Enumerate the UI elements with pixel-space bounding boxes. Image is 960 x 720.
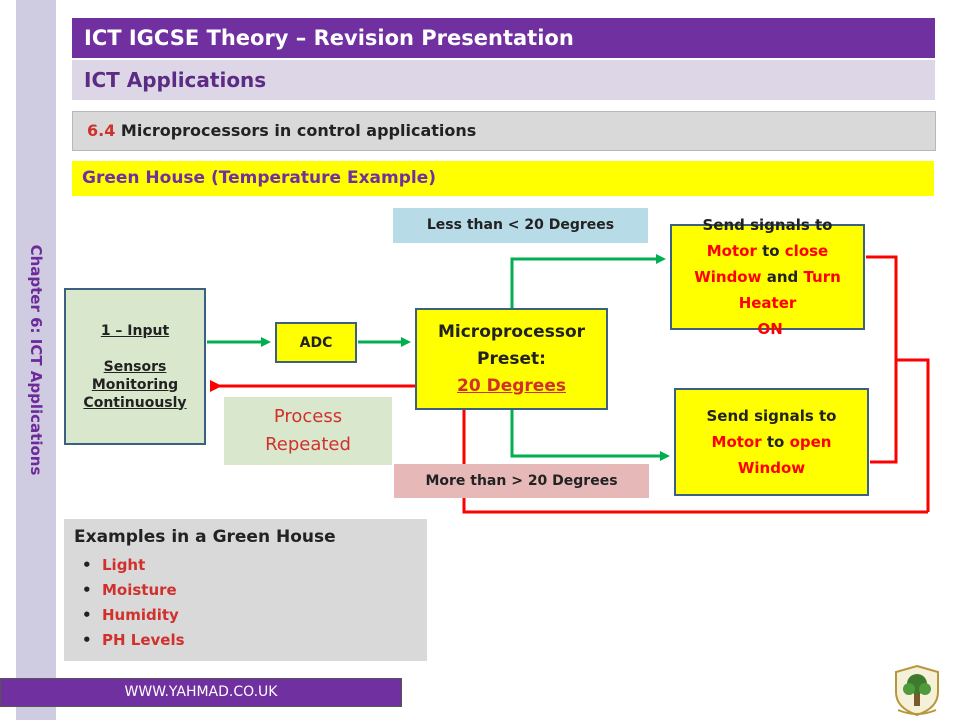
input-continuously-text: Continuously bbox=[83, 394, 187, 411]
process-repeated-box: Process Repeated bbox=[224, 397, 392, 465]
open-window-action-box: Send signals to Motor to open Window bbox=[674, 388, 869, 496]
section-title: Microprocessors in control applications bbox=[120, 121, 477, 140]
more-than-label: More than > 20 Degrees bbox=[394, 464, 649, 498]
section-heading: 6.4 Microprocessors in control applicati… bbox=[72, 111, 936, 151]
list-item: PH Levels bbox=[82, 628, 417, 653]
open-action-line3: Window bbox=[738, 455, 805, 481]
adc-box: ADC bbox=[275, 322, 357, 363]
close-action-line4: ON bbox=[752, 316, 783, 342]
close-action-line1: Send signals to bbox=[702, 216, 833, 234]
arrow-to-close-window bbox=[510, 254, 666, 308]
motor-word: Motor bbox=[711, 433, 762, 451]
presentation-title: ICT IGCSE Theory – Revision Presentation bbox=[72, 18, 935, 58]
turn-heater-word: Turn Heater bbox=[738, 268, 841, 312]
open-action-line1: Send signals to bbox=[706, 407, 837, 425]
input-sensors-box: 1 – Input Sensors Monitoring Continuousl… bbox=[64, 288, 206, 445]
feedback-line-bottom bbox=[462, 410, 928, 514]
footer-url-link[interactable]: WWW.YAHMAD.CO.UK bbox=[0, 678, 402, 707]
microprocessor-label: Microprocessor bbox=[437, 321, 586, 342]
preset-label: Preset: bbox=[477, 348, 546, 369]
list-item: Light bbox=[82, 553, 417, 578]
section-number: 6.4 bbox=[87, 121, 116, 140]
topic-heading: Green House (Temperature Example) bbox=[72, 161, 934, 196]
input-sensors-text: Sensors bbox=[103, 358, 167, 375]
list-item: Moisture bbox=[82, 578, 417, 603]
microprocessor-box: Microprocessor Preset: 20 Degrees bbox=[415, 308, 608, 410]
close-word: close bbox=[784, 242, 829, 260]
close-window-action-box: Send signals to Motor to close Window an… bbox=[670, 216, 865, 338]
feedback-line-open bbox=[870, 360, 898, 464]
window-word: Window bbox=[694, 268, 762, 286]
presentation-subtitle: ICT Applications bbox=[72, 60, 935, 100]
examples-title: Examples in a Green House bbox=[74, 527, 336, 547]
list-item: Humidity bbox=[82, 603, 417, 628]
examples-panel: Examples in a Green House Light Moisture… bbox=[64, 519, 427, 661]
less-than-label: Less than < 20 Degrees bbox=[393, 208, 648, 243]
repeated-text: Repeated bbox=[265, 434, 351, 455]
close-action-line2: Motor to close bbox=[706, 242, 829, 260]
arrow-to-open-window bbox=[510, 410, 670, 461]
input-monitoring-text: Monitoring bbox=[91, 376, 179, 393]
open-action-line2: Motor to open bbox=[711, 433, 832, 451]
window-word: Window bbox=[737, 459, 806, 477]
school-crest-icon bbox=[895, 664, 939, 717]
heater-on-word: ON bbox=[752, 320, 783, 338]
chapter-sidebar bbox=[16, 0, 56, 720]
examples-list: Light Moisture Humidity PH Levels bbox=[74, 553, 417, 653]
preset-value: 20 Degrees bbox=[457, 375, 566, 396]
input-step-label: 1 – Input bbox=[100, 322, 170, 339]
motor-word: Motor bbox=[706, 242, 757, 260]
close-action-line3: Window and Turn Heater bbox=[694, 268, 841, 312]
open-word: open bbox=[789, 433, 832, 451]
process-text: Process bbox=[273, 406, 343, 427]
